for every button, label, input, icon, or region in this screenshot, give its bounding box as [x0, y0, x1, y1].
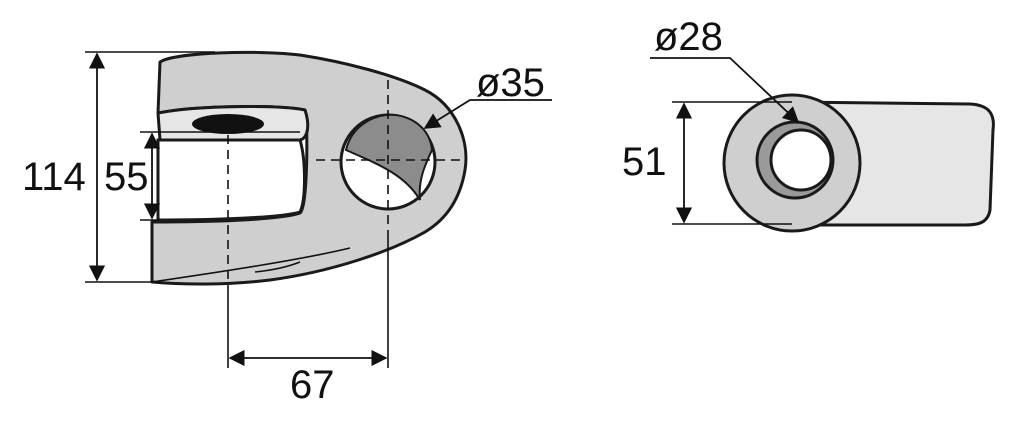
- dim-28-label: ø28: [654, 15, 723, 59]
- bottom-lip-mark: [254, 261, 301, 273]
- clevis-side-view: 114 55 ø35 67: [22, 50, 552, 407]
- dim-28-leader: [650, 57, 800, 124]
- end-view-bore-inner: [769, 128, 833, 192]
- bottom-lip-edge: [151, 247, 351, 283]
- top-oval-hole: [192, 114, 264, 134]
- dim-35-label: ø35: [476, 61, 545, 105]
- dim-55-label: 55: [104, 155, 149, 199]
- clevis-end-view: 51 ø28: [622, 15, 995, 233]
- dim-114-label: 114: [22, 155, 86, 199]
- dim-35-leader: [423, 99, 552, 129]
- slot-opening: [156, 138, 306, 222]
- dim-67-label: 67: [290, 363, 335, 407]
- dim-51-label: 51: [622, 140, 667, 184]
